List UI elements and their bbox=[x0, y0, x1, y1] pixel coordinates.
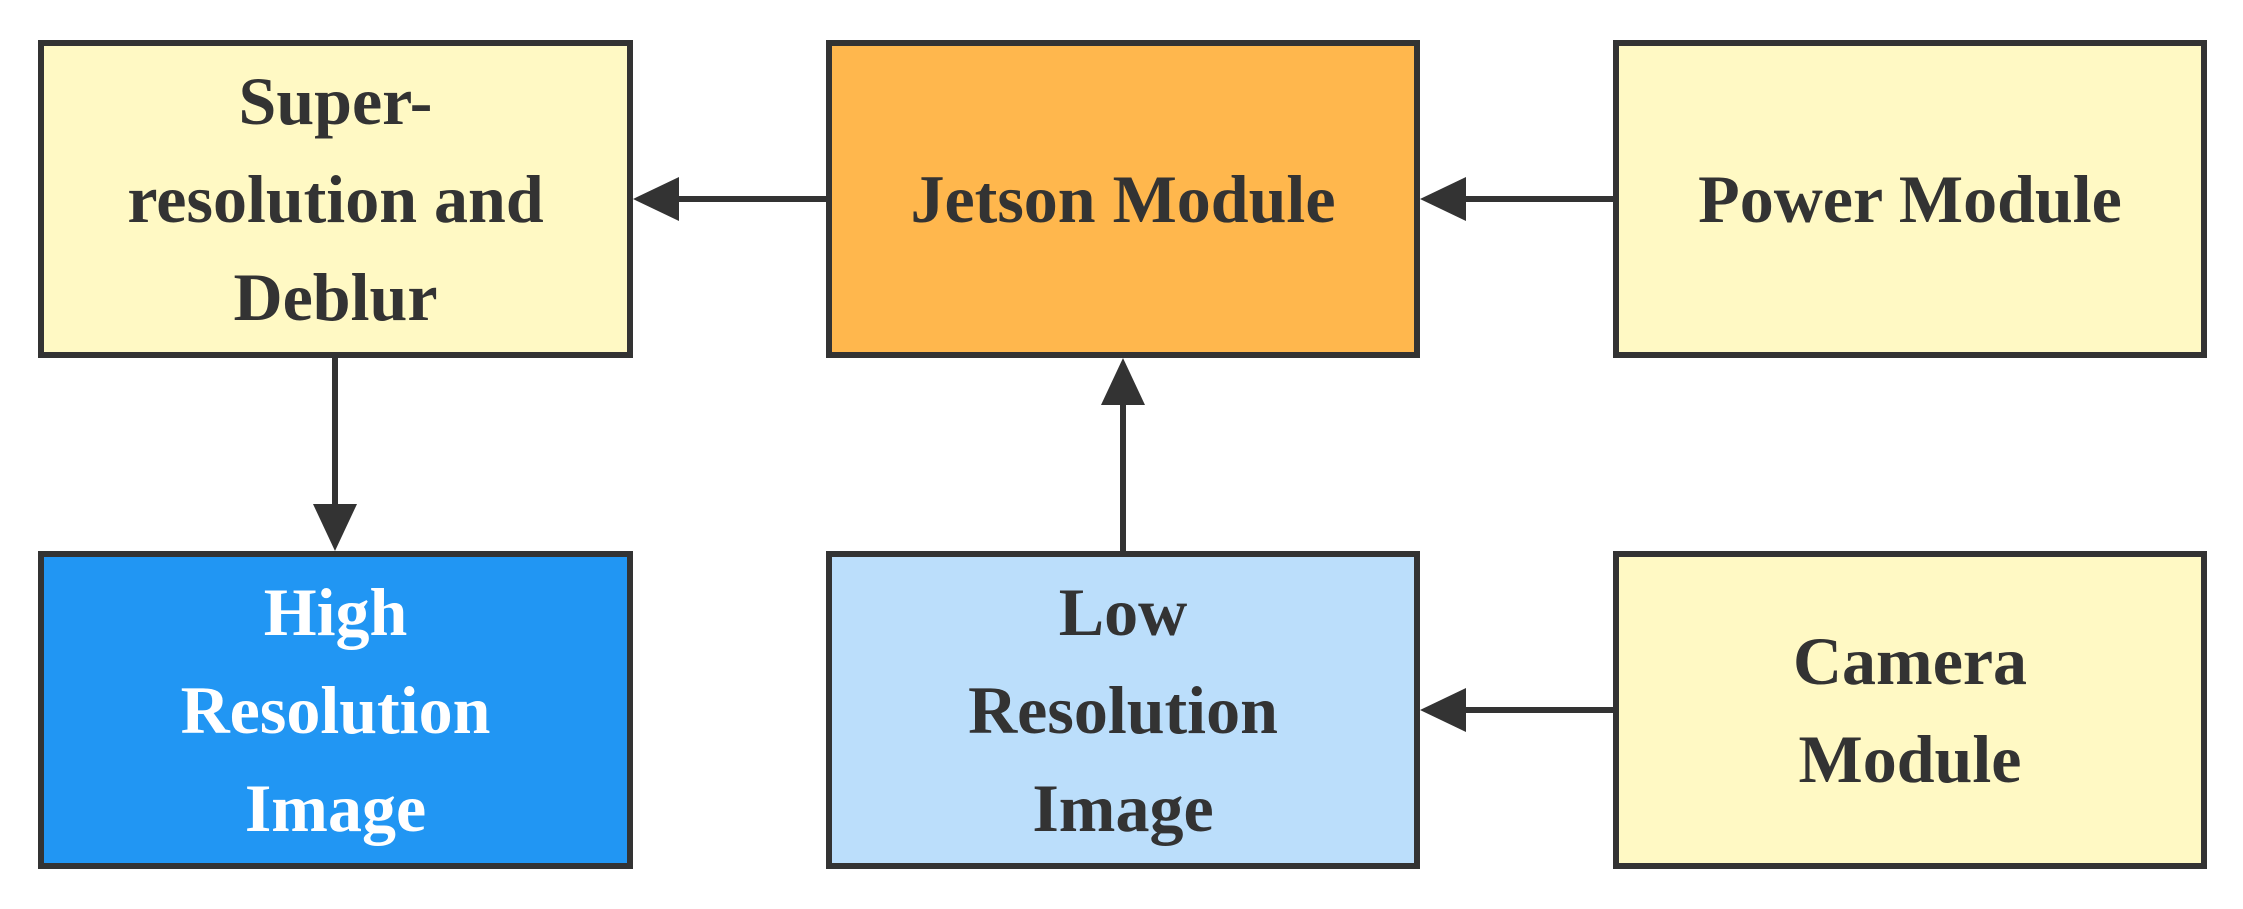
arrowhead-low-to-jetson bbox=[1101, 358, 1145, 405]
node-jetson-module: Jetson Module bbox=[826, 40, 1420, 358]
node-camera-module: Camera Module bbox=[1613, 551, 2207, 869]
node-label: Power Module bbox=[1698, 161, 2122, 237]
node-label: Super- resolution and Deblur bbox=[127, 63, 544, 335]
node-super-resolution-deblur: Super- resolution and Deblur bbox=[38, 40, 633, 358]
node-label: Jetson Module bbox=[910, 161, 1336, 237]
node-high-resolution-image: High Resolution Image bbox=[38, 551, 633, 869]
arrowhead-camera-to-low bbox=[1420, 688, 1466, 732]
arrowhead-jetson-to-super bbox=[633, 177, 679, 221]
arrowhead-super-to-high bbox=[313, 504, 357, 551]
arrowhead-power-to-jetson bbox=[1420, 177, 1466, 221]
node-label: Low Resolution Image bbox=[968, 574, 1278, 846]
node-label: High Resolution Image bbox=[180, 574, 491, 846]
node-power-module: Power Module bbox=[1613, 40, 2207, 358]
node-low-resolution-image: Low Resolution Image bbox=[826, 551, 1420, 869]
node-label: Camera Module bbox=[1792, 623, 2028, 797]
